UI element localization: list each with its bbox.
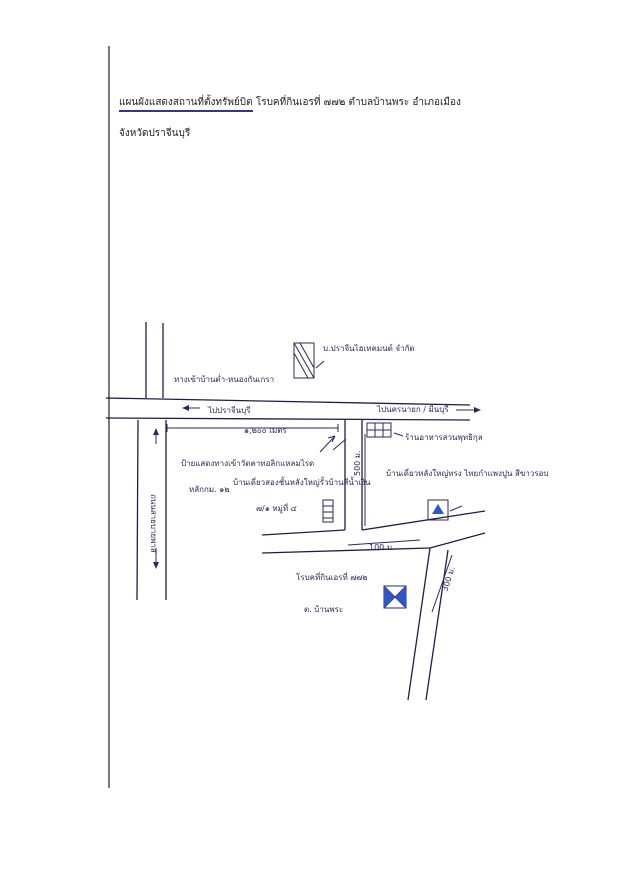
label-distance-500: 500 ม. [353,450,362,476]
company-hatch-2 [293,352,309,379]
label-distance-100: 100 ม. [369,543,395,552]
main-road-bottom-edge [105,417,471,421]
label-distance-1200: ๑,๒๐๐ เมตร [244,426,287,435]
label-village-house: บ้านเดี่ยวสองชั้นหลังใหญ่รั้วบ้านสีน้ำเง… [233,476,371,487]
target-road-left-edge [407,547,431,701]
label-to-nakhon-nayok: ไปนครนายก / มีนบุรี [376,405,449,414]
heading-rest: โรบคที่กินเอรที่ ๗๗๒ ตำบลบ้านพระ อำเภอเม… [255,97,461,108]
label-crossroad: ทางเข้าบ้านต่ำ-หนองกันเกรา [174,373,274,384]
heading-title: แผนผังแสดงสถานที่ตั้งทรัพย์บิต [119,97,253,112]
label-company: บ.ปราจีนไฮเทคมนต์ จำกัด [323,343,415,353]
label-sign: ป้ายแสดงทางเข้าวัดคาทอลิกแหลมไรด [181,459,314,468]
big-house-fill [432,504,444,514]
to-prachinburi-arrowhead [182,405,189,411]
heading-line-2: จังหวัดปราจีนบุรี [119,128,191,139]
label-road-vertical: ถนนสายบายพาส [149,494,158,553]
lower-road-top-right [361,510,486,531]
to-nakhon-nayok-arrowhead [474,407,481,413]
lower-road-bottom-left [261,547,431,554]
label-target: โรบคที่กินเอรที่ ๗๗๒ [296,571,368,582]
company-pointer-arrow [315,360,325,369]
label-target-sub: ต. บ้านพระ [304,605,343,614]
binding-edge [108,46,110,788]
south-road-arrowhead-up [153,428,159,435]
side-road-pointer [332,438,347,451]
lower-road-top-left [261,529,346,536]
company-building-icon [293,342,315,379]
south-road-arrowhead-down [153,562,159,569]
label-distance-300: 300 ม. [440,565,456,592]
label-shop: ร้านอาหารสวนพุทธิกุล [405,433,483,442]
shop-pointer [393,432,404,437]
heading-line-1: แผนผังแสดงสถานที่ตั้งทรัพย์บิต โรบคที่กิ… [119,95,461,112]
sign-pointer-head-2 [327,435,336,439]
distance-100-line [347,539,421,546]
lower-road-bottom-right [429,532,486,549]
big-house-pointer [449,505,463,512]
label-to-prachinburi: ไปปราจีนบุรี [207,406,251,415]
label-big-house: บ้านเดี่ยวหลังใหญ่ทรง ไทยกำแพงปูน สีขาวร… [386,467,549,479]
company-hatch-1 [293,342,315,379]
distance-300-line [431,554,453,613]
sign-pointer-head-1 [331,435,336,443]
target-fill-right [395,586,406,608]
village-house-icon [322,499,334,523]
south-road-left-edge [136,419,139,601]
target-road-right-edge [425,549,449,701]
company-hatch-3 [299,342,315,369]
target-fill-left [384,586,395,608]
main-road-top-edge [105,397,471,406]
label-km-stone: หลักกม. ๑๒ [189,485,230,494]
label-house-no: ๗/๑ หมู่ที่ ๔ [256,502,297,514]
big-house-icon [427,499,449,521]
sign-pointer-arrow [319,435,336,453]
